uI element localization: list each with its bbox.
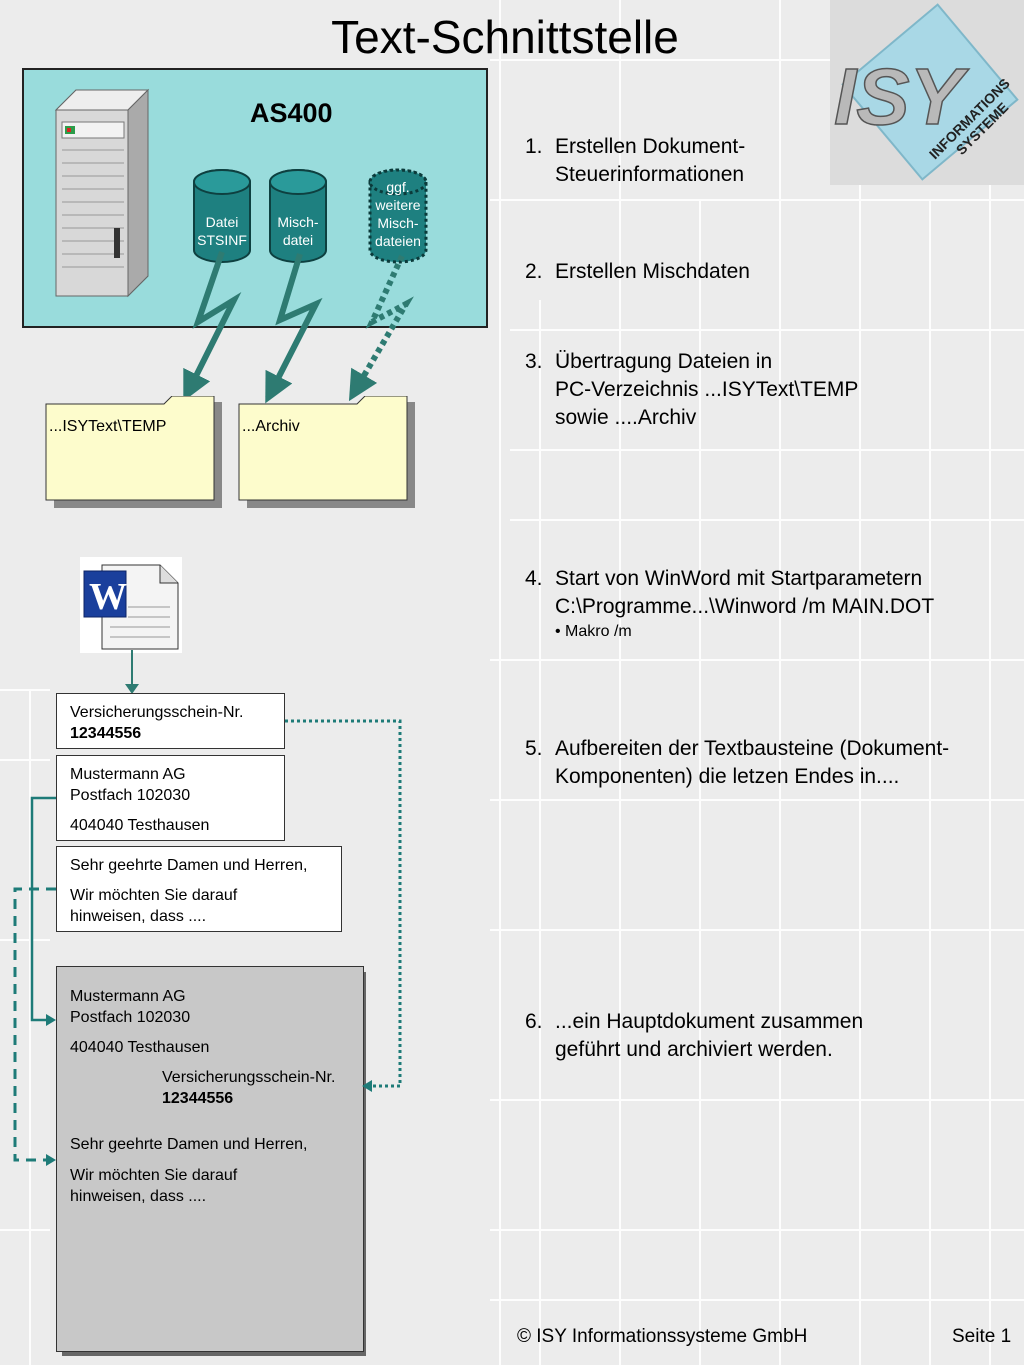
- address-company: Mustermann AG: [70, 766, 186, 783]
- transfer-arrows: [183, 251, 414, 404]
- component-connectors: [13, 719, 402, 1166]
- db-weitere-label: ggf.weitere Misch-dateien: [375, 179, 421, 249]
- main-policy-number: 12344556: [162, 1090, 234, 1107]
- footer-page-number: Seite 1: [952, 1326, 1012, 1347]
- page-title: Text-Schnittstelle: [331, 11, 679, 63]
- letter-text-box: [56, 846, 342, 932]
- policy-number: 12344556: [70, 725, 142, 742]
- server-icon: [54, 88, 150, 298]
- word-document-icon: W: [80, 557, 182, 653]
- svg-text:ISY: ISY: [834, 52, 970, 141]
- policy-number-box: [56, 693, 285, 749]
- letter-body-1: Wir möchten Sie darauf: [70, 887, 238, 904]
- isy-logo: ISY INFORMATIONS SYSTEME: [830, 0, 1024, 185]
- address-box: [56, 755, 285, 841]
- letter-greeting: Sehr geehrte Damen und Herren,: [70, 857, 308, 874]
- main-letter-body-1: Wir möchten Sie darauf: [70, 1167, 238, 1184]
- main-address-city: 404040 Testhausen: [70, 1039, 210, 1056]
- main-letter-body-2: hinweisen, dass ....: [70, 1188, 207, 1205]
- word-arrow: [125, 650, 139, 694]
- folder-archiv-label: ...Archiv: [242, 418, 300, 435]
- folder-temp-label: ...ISYText\TEMP: [49, 418, 167, 435]
- folder-temp-icon: [45, 396, 222, 508]
- address-pobox: Postfach 102030: [70, 787, 191, 804]
- main-policy-label: Versicherungsschein-Nr.: [162, 1069, 336, 1086]
- svg-text:W: W: [89, 576, 127, 618]
- main-letter-greeting: Sehr geehrte Damen und Herren,: [70, 1136, 308, 1153]
- folder-archiv-icon: [238, 396, 415, 508]
- footer-copyright: © ISY Informationssysteme GmbH: [517, 1326, 808, 1347]
- address-city: 404040 Testhausen: [70, 817, 210, 834]
- main-document: [56, 966, 364, 1352]
- letter-body-2: hinweisen, dass ....: [70, 908, 207, 925]
- main-address-company: Mustermann AG: [70, 988, 186, 1005]
- database-cylinders: [193, 168, 428, 264]
- policy-label: Versicherungsschein-Nr.: [70, 704, 244, 721]
- main-address-pobox: Postfach 102030: [70, 1009, 191, 1026]
- db-mischdatei-label: Misch-datei: [277, 214, 319, 248]
- as400-label: AS400: [250, 98, 333, 128]
